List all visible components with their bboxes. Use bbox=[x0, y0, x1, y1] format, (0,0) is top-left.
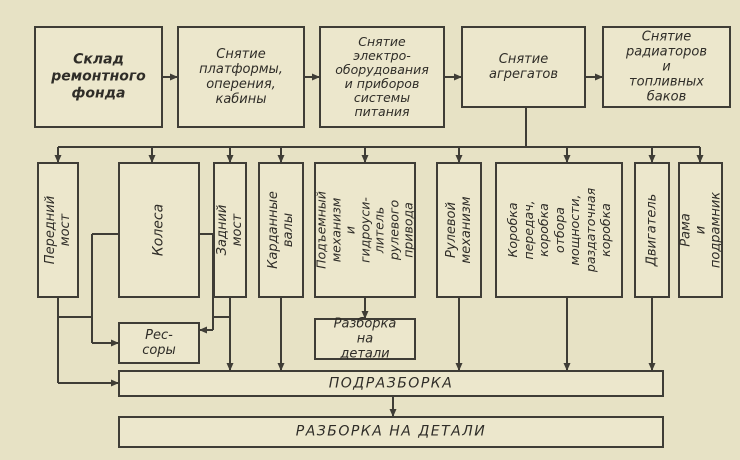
unit-rama: Рама и подрамник bbox=[678, 162, 723, 298]
unit-podemnyi: Подъемный механизм и гидроуси- литель ру… bbox=[313, 162, 416, 298]
unit-rulevoy-label: Рулевой механизм bbox=[444, 196, 474, 264]
ressory-box: Рес- соры bbox=[118, 322, 200, 364]
sklad-label: Склад ремонтного фонда bbox=[51, 51, 146, 102]
podrazborka-label: ПОДРАЗБОРКА bbox=[328, 375, 454, 391]
unit-peredniy-most: Передний мост bbox=[37, 162, 79, 298]
unit-kolesa: Колеса bbox=[118, 162, 200, 298]
radiatory-label: Снятие радиаторов и топливных баков bbox=[625, 29, 708, 105]
unit-korobka: Коробка передач, коробка отбора мощности… bbox=[495, 162, 623, 298]
unit-peredniy-most-label: Передний мост bbox=[43, 195, 73, 265]
radiatory-box: Снятие радиаторов и топливных баков bbox=[602, 26, 731, 108]
unit-zadniy-most: Задний мост bbox=[213, 162, 247, 298]
razborka-mid-label: Разборка на детали bbox=[333, 316, 397, 362]
unit-dvigatel-label: Двигатель bbox=[644, 193, 660, 267]
agregaty-label: Снятие агрегатов bbox=[488, 52, 559, 82]
platforma-label: Снятие платформы, оперения, кабины bbox=[199, 47, 283, 107]
razborka-mid-box: Разборка на детали bbox=[314, 316, 416, 362]
ressory-label: Рес- соры bbox=[142, 328, 176, 358]
unit-kardannye-valy-label: Карданные валы bbox=[266, 191, 296, 269]
podrazborka-box: ПОДРАЗБОРКА bbox=[118, 370, 664, 397]
unit-rama-label: Рама и подрамник bbox=[678, 191, 723, 269]
platforma-box: Снятие платформы, оперения, кабины bbox=[177, 26, 305, 128]
razborka-final-box: РАЗБОРКА НА ДЕТАЛИ bbox=[118, 416, 664, 448]
sklad-box: Склад ремонтного фонда bbox=[34, 26, 163, 128]
razborka-final-label: РАЗБОРКА НА ДЕТАЛИ bbox=[295, 423, 487, 440]
unit-kolesa-label: Колеса bbox=[150, 203, 167, 257]
unit-dvigatel: Двигатель bbox=[634, 162, 670, 298]
unit-korobka-label: Коробка передач, коробка отбора мощности… bbox=[504, 187, 613, 273]
unit-podemnyi-label: Подъемный механизм и гидроуси- литель ру… bbox=[313, 191, 416, 269]
agregaty-box: Снятие агрегатов bbox=[461, 26, 586, 108]
unit-kardannye-valy: Карданные валы bbox=[258, 162, 304, 298]
unit-rulevoy: Рулевой механизм bbox=[436, 162, 482, 298]
elektro-label: Снятие электро- оборудования и приборов … bbox=[335, 34, 429, 119]
unit-zadniy-most-label: Задний мост bbox=[215, 204, 245, 256]
elektro-box: Снятие электро- оборудования и приборов … bbox=[319, 26, 445, 128]
